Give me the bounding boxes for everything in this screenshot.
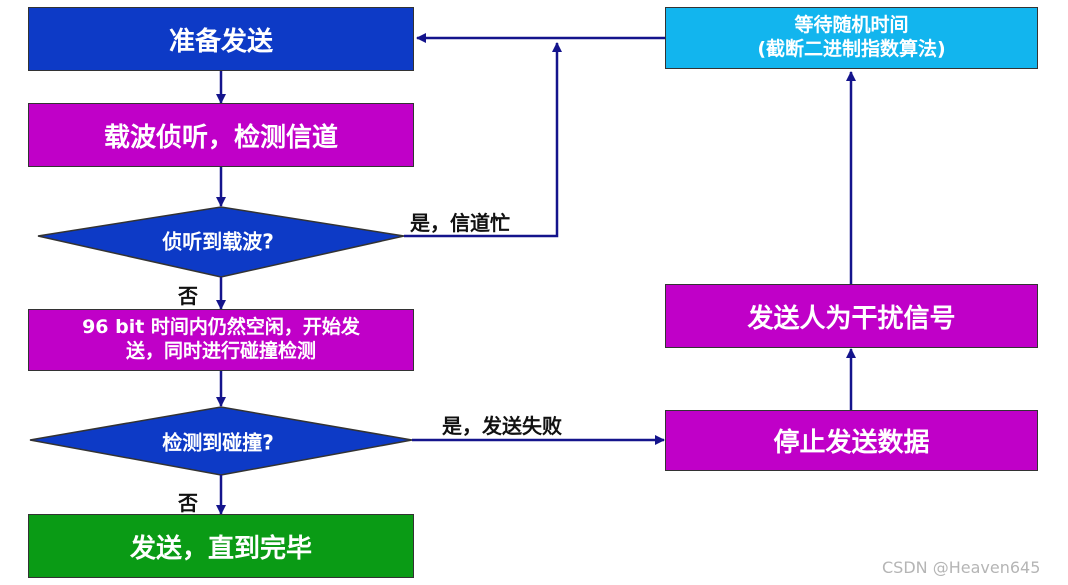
- carrier-sense-label: 载波侦听，检测信道: [103, 122, 338, 153]
- stop-sending-box: 停止发送数据: [665, 410, 1038, 471]
- carrier-sense-box: 载波侦听，检测信道: [28, 103, 414, 167]
- csdn-watermark: CSDN @Heaven645: [882, 558, 1041, 577]
- carrier-decision-label: 侦听到载波?: [162, 229, 274, 254]
- prepare-send-label: 准备发送: [168, 26, 273, 57]
- idle-96bit-label-line2: 送，同时进行碰撞检测: [125, 340, 316, 362]
- send-jam-box: 发送人为干扰信号: [665, 284, 1038, 348]
- idle-96bit-label-line1: 96 bit 时间内仍然空闲，开始发: [82, 316, 360, 339]
- send-until-done-box: 发送，直到完毕: [28, 514, 414, 578]
- wait-random-label-line1: 等待随机时间: [794, 14, 909, 37]
- collision-decision-label: 检测到碰撞?: [162, 430, 274, 455]
- edge-label-no-carrier: 否: [178, 284, 198, 308]
- stop-sending-label: 停止发送数据: [773, 428, 930, 458]
- send-jam-label: 发送人为干扰信号: [747, 303, 956, 334]
- edge-label-channel-busy: 是，信道忙: [410, 211, 510, 235]
- edge-label-send-failed: 是，发送失败: [442, 414, 562, 438]
- wait-random-box: 等待随机时间 (截断二进制指数算法): [665, 7, 1038, 69]
- arrow-busy-loop: [404, 42, 562, 238]
- prepare-send-box: 准备发送: [28, 7, 414, 71]
- edge-label-no-collision: 否: [178, 491, 198, 515]
- wait-random-label-line2: (截断二进制指数算法): [757, 38, 946, 60]
- idle-96bit-box: 96 bit 时间内仍然空闲，开始发 送，同时进行碰撞检测: [28, 309, 414, 371]
- send-until-done-label: 发送，直到完毕: [129, 533, 312, 564]
